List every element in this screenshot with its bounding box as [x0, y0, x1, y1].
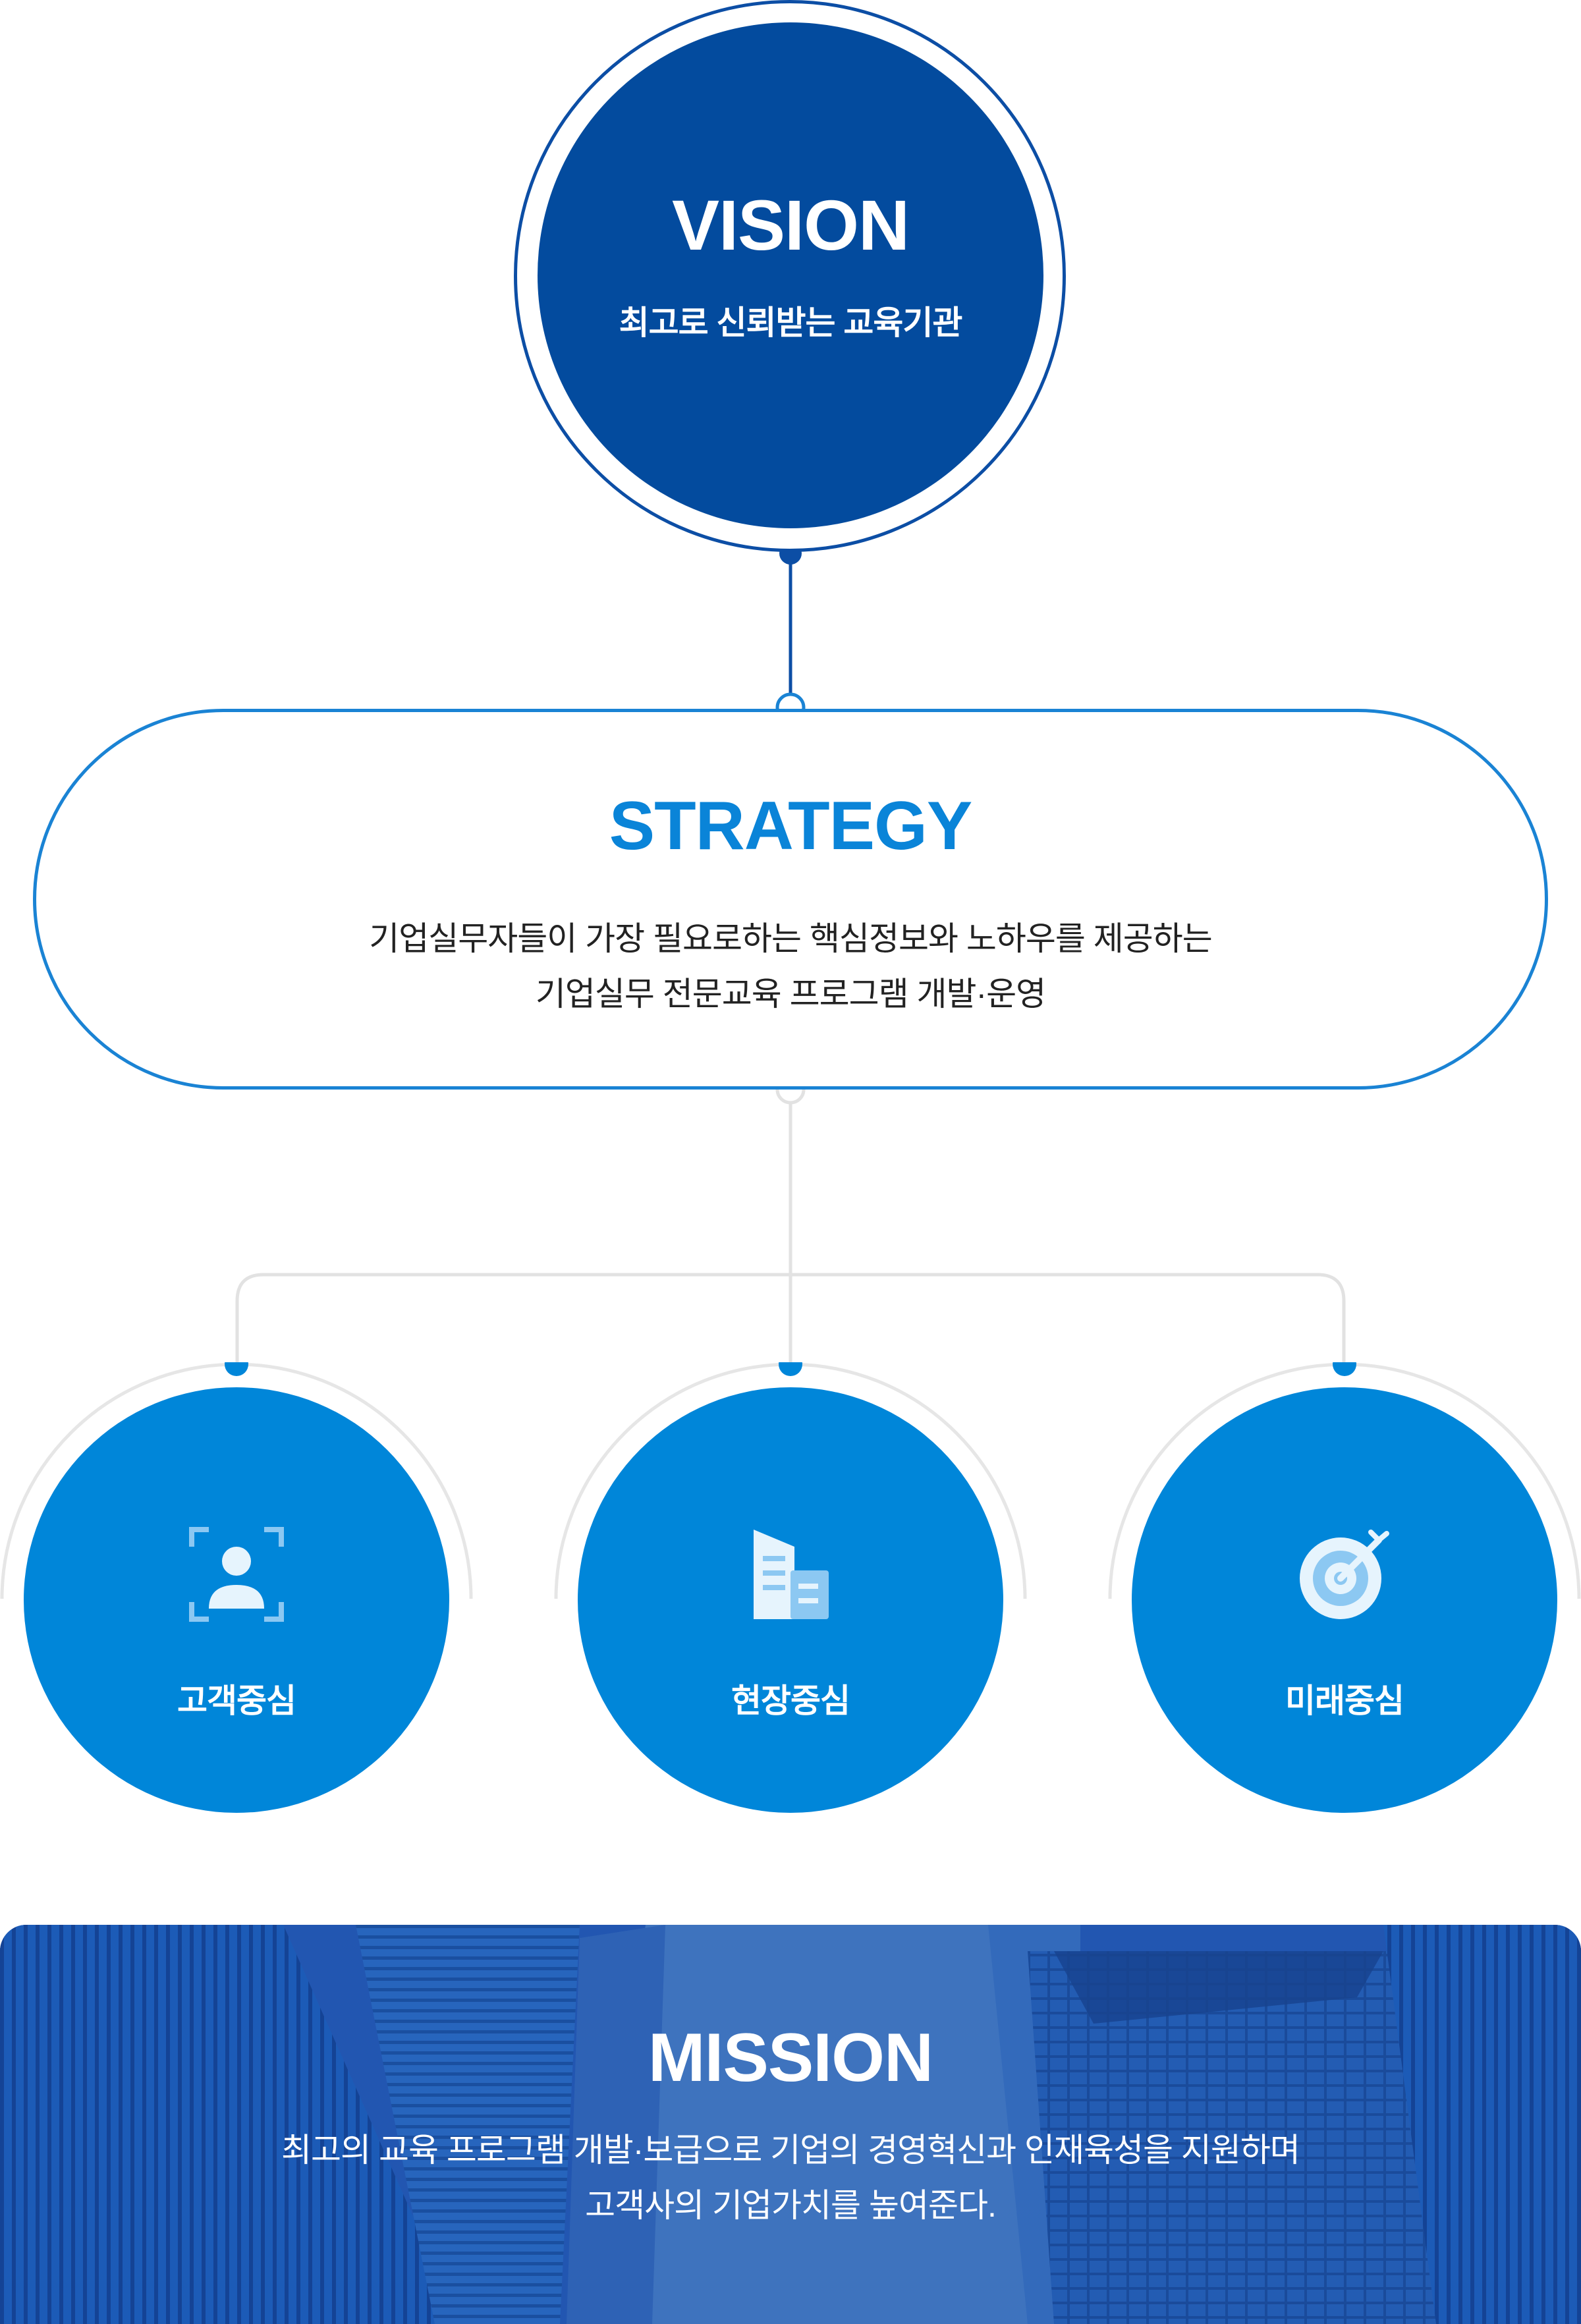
- value-customer: 고객중심: [0, 1362, 473, 1813]
- vision-title: VISION: [671, 185, 910, 265]
- mission-title: MISSION: [648, 2020, 933, 2096]
- value-label: 현장중심: [731, 1682, 850, 1719]
- strategy-description: 기업실무자들이 가장 필요로하는 핵심정보와 노하우를 제공하는 기업실무 전문…: [369, 911, 1212, 1022]
- strategy-line-1: 기업실무자들이 가장 필요로하는 핵심정보와 노하우를 제공하는: [369, 920, 1212, 957]
- strategy-box: STRATEGY 기업실무자들이 가장 필요로하는 핵심정보와 노하우를 제공하…: [33, 709, 1548, 1090]
- value-label: 고객중심: [177, 1682, 296, 1719]
- value-circle: 현장중심: [578, 1387, 1003, 1813]
- building-background: [0, 1925, 1581, 2324]
- building-icon: [754, 1530, 829, 1619]
- value-future: 미래중심: [1108, 1362, 1581, 1813]
- mission-line-2: 고객사의 기업가치를 높여준다.: [585, 2187, 997, 2224]
- value-label: 미래중심: [1285, 1682, 1404, 1719]
- strategy-title: STRATEGY: [609, 788, 973, 864]
- target-icon: [1300, 1530, 1389, 1619]
- value-circle: 미래중심: [1132, 1387, 1557, 1813]
- mission-banner: MISSION 최고의 교육 프로그램 개발·보급으로 기업의 경영혁신과 인재…: [0, 1925, 1581, 2324]
- value-arc: [1108, 1362, 1581, 1599]
- value-circle: 고객중심: [24, 1387, 449, 1813]
- value-arc: [554, 1362, 1027, 1599]
- value-field: 현장중심: [554, 1362, 1027, 1813]
- mission-description: 최고의 교육 프로그램 개발·보급으로 기업의 경영혁신과 인재육성을 지원하며…: [0, 2122, 1581, 2233]
- value-arc: [0, 1362, 473, 1599]
- mission-line-1: 최고의 교육 프로그램 개발·보급으로 기업의 경영혁신과 인재육성을 지원하며: [281, 2132, 1300, 2169]
- person-focus-icon: [189, 1527, 284, 1622]
- vision-circle: VISION 최고로 신뢰받는 교육기관: [538, 22, 1043, 528]
- strategy-line-2: 기업실무 전문교육 프로그램 개발·운영: [535, 976, 1046, 1012]
- vision-subtitle: 최고로 신뢰받는 교육기관: [619, 304, 963, 341]
